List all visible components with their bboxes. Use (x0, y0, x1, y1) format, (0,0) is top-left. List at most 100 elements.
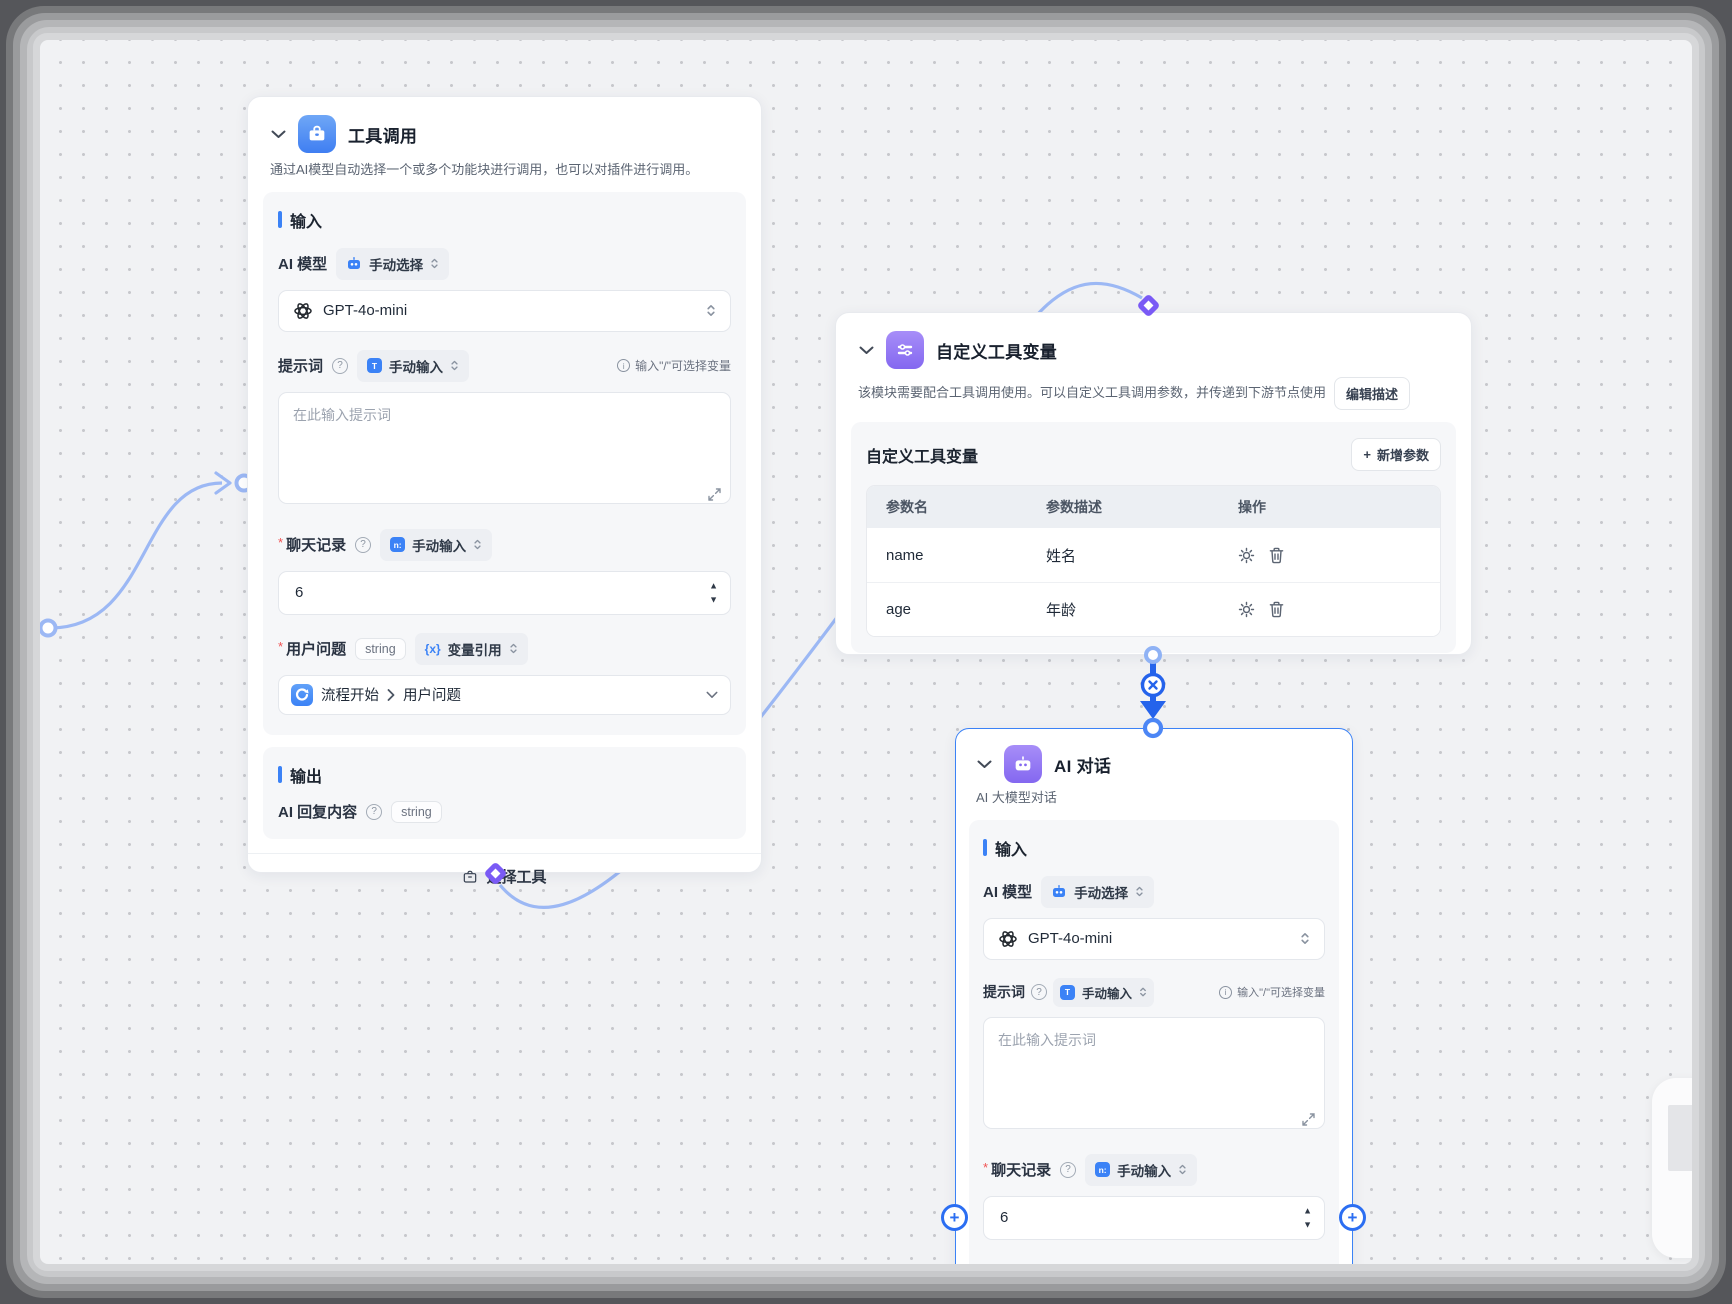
add-connection-left-button[interactable]: + (941, 1204, 968, 1231)
history-mode-dropdown[interactable]: n: 手动输入 (1085, 1153, 1198, 1186)
model-mode-dropdown[interactable]: 手动选择 (336, 247, 450, 280)
history-mode-dropdown[interactable]: n: 手动输入 (380, 528, 493, 561)
flow-start-icon (291, 683, 313, 706)
gear-icon[interactable] (1238, 547, 1255, 564)
robot-icon (348, 257, 361, 270)
expand-icon[interactable] (708, 488, 721, 501)
help-icon[interactable]: ? (366, 803, 383, 820)
collapse-chevron-icon[interactable] (976, 756, 992, 772)
chevron-updown-icon (1140, 987, 1146, 997)
input-card: 输入 AI 模型 手动选择 GPT-4o-mini 提示词 ? T (969, 819, 1339, 1264)
prompt-mode-dropdown[interactable]: T 手动输入 (1053, 977, 1155, 1007)
edge-into-tool-call (49, 481, 223, 630)
model-label: AI 模型 (983, 884, 1033, 902)
model-select[interactable]: GPT-4o-mini (983, 917, 1325, 960)
section-bar (278, 211, 282, 229)
node-title: 自定义工具变量 (936, 342, 1058, 362)
param-desc: 年龄 (1046, 602, 1077, 619)
variable-ref-icon: {x} (424, 641, 441, 656)
plus-icon: + (1363, 447, 1371, 462)
number-input-icon: n: (390, 537, 406, 553)
edit-description-button[interactable]: 编辑描述 (1334, 377, 1411, 410)
openai-icon (999, 930, 1017, 947)
step-up-icon[interactable]: ▲ (709, 580, 718, 591)
side-panel-thumbnail (1668, 1105, 1692, 1171)
chevron-updown-icon (451, 361, 458, 371)
input-section-title: 输入 (983, 836, 1325, 860)
question-reference-select[interactable]: 流程开始 用户问题 (278, 674, 731, 715)
model-select[interactable]: GPT-4o-mini (278, 289, 731, 332)
help-icon[interactable]: ? (1031, 984, 1047, 1001)
question-label: 用户问题 (286, 641, 347, 659)
ref-field: 用户问题 (403, 688, 461, 705)
gear-icon[interactable] (1238, 601, 1255, 618)
help-icon[interactable]: ? (1060, 1161, 1077, 1178)
robot-icon (1053, 885, 1066, 898)
question-mode-dropdown[interactable]: {x} 变量引用 (414, 632, 528, 665)
edge-source-port[interactable] (40, 618, 58, 638)
expand-icon[interactable] (1302, 1113, 1315, 1126)
col-actions: 操作 (1238, 499, 1266, 515)
step-up-icon[interactable]: ▲ (1303, 1205, 1312, 1216)
input-section-title: 输入 (278, 208, 731, 232)
chevron-down-icon (706, 691, 718, 698)
reply-label: AI 回复内容 (278, 804, 358, 822)
required-mark: * (278, 639, 284, 655)
add-connection-right-button[interactable]: + (1339, 1204, 1366, 1231)
param-name: age (886, 601, 912, 618)
number-stepper[interactable]: ▲▼ (1303, 1206, 1312, 1229)
chevron-updown-icon (510, 644, 517, 654)
section-bar (983, 839, 987, 857)
briefcase-icon (464, 870, 477, 883)
chevron-right-icon (387, 688, 395, 701)
required-mark: * (983, 1160, 989, 1176)
model-mode-dropdown[interactable]: 手动选择 (1041, 875, 1155, 908)
node-description: 通过AI模型自动选择一个或多个功能块进行调用，也可以对插件进行调用。 (270, 162, 699, 177)
trash-icon[interactable] (1269, 601, 1284, 618)
trash-icon[interactable] (1269, 547, 1284, 564)
side-panel[interactable] (1652, 1078, 1692, 1258)
workflow-canvas[interactable]: 工具调用 通过AI模型自动选择一个或多个功能块进行调用，也可以对插件进行调用。 … (40, 40, 1692, 1264)
table-row: age 年龄 (867, 582, 1440, 636)
node-tool-call[interactable]: 工具调用 通过AI模型自动选择一个或多个功能块进行调用，也可以对插件进行调用。 … (247, 96, 762, 886)
params-table: 参数名 参数描述 操作 name 姓名 age 年龄 (866, 485, 1441, 637)
chevron-updown-icon (431, 259, 438, 269)
prompt-textarea[interactable] (983, 1016, 1325, 1129)
toolbox-icon (298, 115, 336, 153)
chevron-updown-icon (1179, 1165, 1186, 1175)
collapse-chevron-icon[interactable] (270, 126, 286, 142)
help-icon[interactable]: ? (332, 357, 349, 374)
table-row: name 姓名 (867, 528, 1440, 582)
section-bar (278, 766, 282, 784)
type-tag: string (391, 800, 442, 823)
number-stepper[interactable]: ▲▼ (709, 581, 718, 604)
param-name: name (886, 546, 924, 564)
text-input-icon: T (367, 358, 383, 374)
robot-icon (1004, 745, 1042, 783)
collapse-chevron-icon[interactable] (858, 342, 874, 358)
required-mark: * (278, 535, 284, 551)
model-label: AI 模型 (278, 256, 328, 274)
chevron-updown-icon (707, 305, 715, 317)
node-title: 工具调用 (348, 126, 418, 146)
prompt-label: 提示词 (278, 358, 324, 376)
step-down-icon[interactable]: ▼ (709, 594, 718, 605)
node-title: AI 对话 (1054, 756, 1112, 776)
history-label: 聊天记录 (286, 537, 347, 555)
prompt-textarea[interactable] (278, 391, 731, 504)
help-icon[interactable]: ? (355, 536, 372, 553)
add-param-button[interactable]: + 新增参数 (1351, 438, 1441, 471)
table-header-row: 参数名 参数描述 操作 (867, 486, 1440, 528)
node-ai-chat[interactable]: AI 对话 AI 大模型对话 输入 AI 模型 手动选择 GPT-4o-mini (955, 728, 1353, 1264)
node-custom-tool-vars[interactable]: 自定义工具变量 该模块需要配合工具调用使用。可以自定义工具调用参数，并传递到下游… (835, 312, 1472, 655)
history-label: 聊天记录 (991, 1162, 1052, 1180)
history-count-input[interactable] (278, 570, 731, 615)
text-input-icon: T (1060, 984, 1075, 1000)
step-down-icon[interactable]: ▼ (1303, 1219, 1312, 1230)
model-value: GPT-4o-mini (323, 302, 408, 320)
history-count-input[interactable] (983, 1195, 1325, 1240)
node-subtitle: AI 大模型对话 (976, 790, 1057, 805)
prompt-label: 提示词 (983, 984, 1025, 1001)
variable-hint: i 输入"/"可选择变量 (1219, 984, 1325, 1000)
prompt-mode-dropdown[interactable]: T 手动输入 (357, 349, 470, 382)
